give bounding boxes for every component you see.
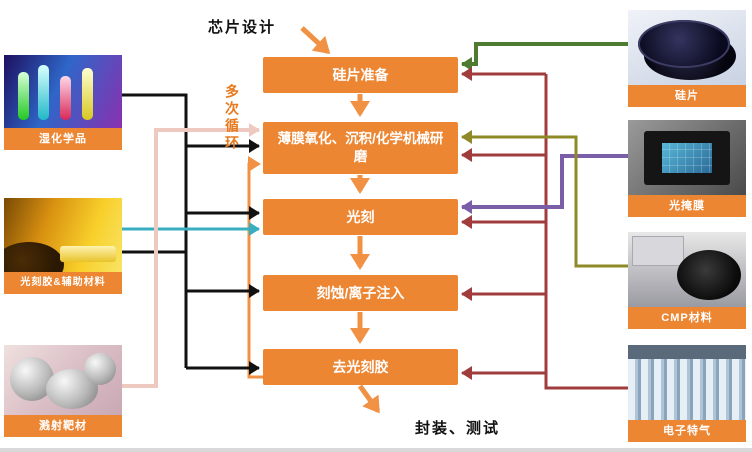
purple-arrow-litho	[461, 154, 628, 214]
photoresist-image	[4, 198, 122, 272]
cmp-materials-image	[628, 232, 746, 307]
packaging-test-label: 封装、测试	[415, 420, 501, 437]
loop-label: 多次循环	[224, 84, 240, 152]
silicon-wafer-label: 硅片	[628, 85, 746, 107]
photoresist-label: 光刻胶&辅助材料	[4, 272, 122, 294]
arrow-step5-packaging	[357, 384, 381, 414]
maroon-arrows	[461, 67, 628, 390]
cmp-machine-shape	[632, 236, 684, 266]
chip-design-label: 芯片设计	[208, 19, 277, 36]
card-photoresist: 光刻胶&辅助材料	[4, 198, 122, 294]
card-cmp-materials: CMP材料	[628, 232, 746, 329]
test-tube-shape	[18, 72, 29, 120]
card-sputtering-targets: 溅射靶材	[4, 345, 122, 437]
step-label: 去光刻胶	[332, 358, 389, 375]
test-tube-shape	[38, 65, 49, 120]
cmp-pad-shape	[677, 250, 741, 300]
black-trunk	[122, 93, 188, 368]
maroon-trunk	[544, 74, 628, 390]
step-resist-strip: 去光刻胶	[263, 349, 458, 385]
card-photomask: 光掩膜	[628, 120, 746, 217]
test-tube-shape	[82, 68, 93, 120]
step-label: 光刻	[346, 208, 375, 225]
test-tube-shape	[60, 76, 71, 120]
step-film-deposition-cmp: 薄膜氧化、沉积/化学机械研磨	[263, 122, 458, 174]
mask-grid-shape	[662, 143, 712, 173]
silicon-wafer-image	[628, 10, 746, 85]
cmp-materials-label: CMP材料	[628, 307, 746, 329]
arrow-loop-back	[247, 156, 263, 379]
gas-cylinders-shape	[628, 359, 746, 420]
step-lithography: 光刻	[263, 199, 458, 235]
sputtering-targets-label: 溅射靶材	[4, 415, 122, 437]
resist-tray-shape	[60, 246, 116, 262]
step-label: 硅片准备	[332, 66, 389, 83]
step-etch-implant: 刻蚀/离子注入	[263, 275, 458, 311]
card-wet-chemicals: 湿化学品	[4, 55, 122, 150]
electronic-gases-label: 电子特气	[628, 420, 746, 442]
wet-chemicals-image	[4, 55, 122, 128]
step-wafer-prep: 硅片准备	[263, 57, 458, 93]
mask-core-shape	[662, 143, 712, 173]
card-electronic-gases: 电子特气	[628, 345, 746, 442]
photomask-label: 光掩膜	[628, 195, 746, 217]
olive-arrow-cmp	[461, 130, 628, 268]
arrow-design-to-wafer-prep	[300, 26, 331, 55]
target-disc-shape	[84, 353, 116, 385]
electronic-gases-image	[628, 345, 746, 420]
step-label: 薄膜氧化、沉积/化学机械研磨	[277, 131, 444, 164]
step-label: 刻蚀/离子注入	[316, 284, 405, 301]
sputtering-targets-image	[4, 345, 122, 415]
wafer-disc-shape	[638, 20, 730, 68]
wet-chemicals-label: 湿化学品	[4, 128, 122, 150]
card-silicon-wafer: 硅片	[628, 10, 746, 107]
green-arrow-wafer-prep	[461, 42, 628, 71]
photomask-image	[628, 120, 746, 195]
resist-blob-shape	[4, 242, 64, 272]
